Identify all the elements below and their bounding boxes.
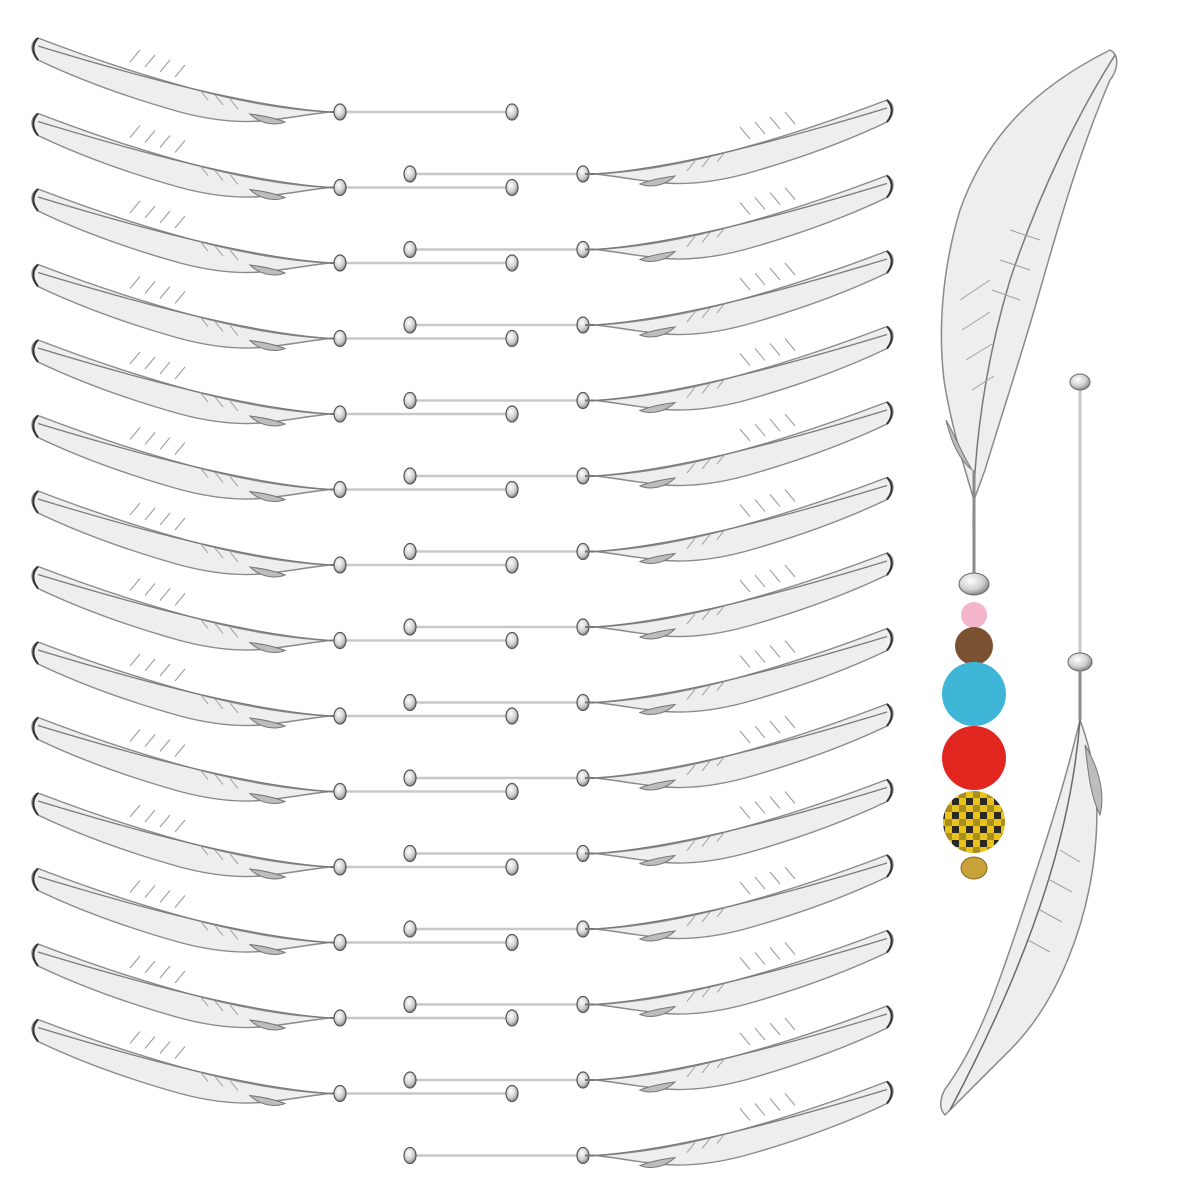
right-bookmark (403, 250, 894, 338)
left-bookmark (31, 188, 519, 276)
right-bookmark (403, 929, 894, 1018)
right-bookmark (403, 552, 894, 640)
featured-beaded-bookmark (940, 49, 1118, 880)
right-bookmark (403, 778, 894, 867)
right-bookmark (403, 325, 894, 414)
bead-stack (942, 572, 1006, 880)
buffalo-plaid-bead (943, 791, 1005, 853)
left-bookmark (31, 112, 519, 201)
silver-cap (958, 572, 990, 596)
left-bookmark (31, 339, 519, 427)
right-bookmark (403, 1080, 894, 1169)
left-bookmark (31, 263, 519, 352)
featured-bar-pin-bookmark (940, 373, 1103, 1117)
left-bookmark (31, 490, 519, 578)
right-bookmark (403, 99, 894, 187)
right-bookmark (403, 627, 894, 716)
left-bookmark (31, 37, 519, 125)
turquoise-bead (942, 662, 1006, 726)
right-bookmark-column (403, 99, 894, 1169)
left-bookmark (31, 565, 519, 654)
right-bookmark (403, 703, 894, 791)
left-bookmark (31, 943, 519, 1031)
right-bookmark (403, 476, 894, 565)
right-bookmark (403, 1005, 894, 1093)
right-bookmark (403, 854, 894, 942)
left-bookmark (31, 867, 519, 956)
red-bead (942, 726, 1006, 790)
left-bookmark (31, 792, 519, 880)
left-bookmark (31, 1018, 519, 1107)
left-bookmark-column (31, 37, 519, 1107)
gold-bead (960, 856, 988, 880)
left-bookmark (31, 414, 519, 503)
right-bookmark (403, 401, 894, 489)
brown-wood-bead (955, 627, 993, 665)
pink-bead (961, 602, 987, 628)
left-bookmark (31, 716, 519, 805)
left-bookmark (31, 641, 519, 729)
right-bookmark (403, 174, 894, 263)
